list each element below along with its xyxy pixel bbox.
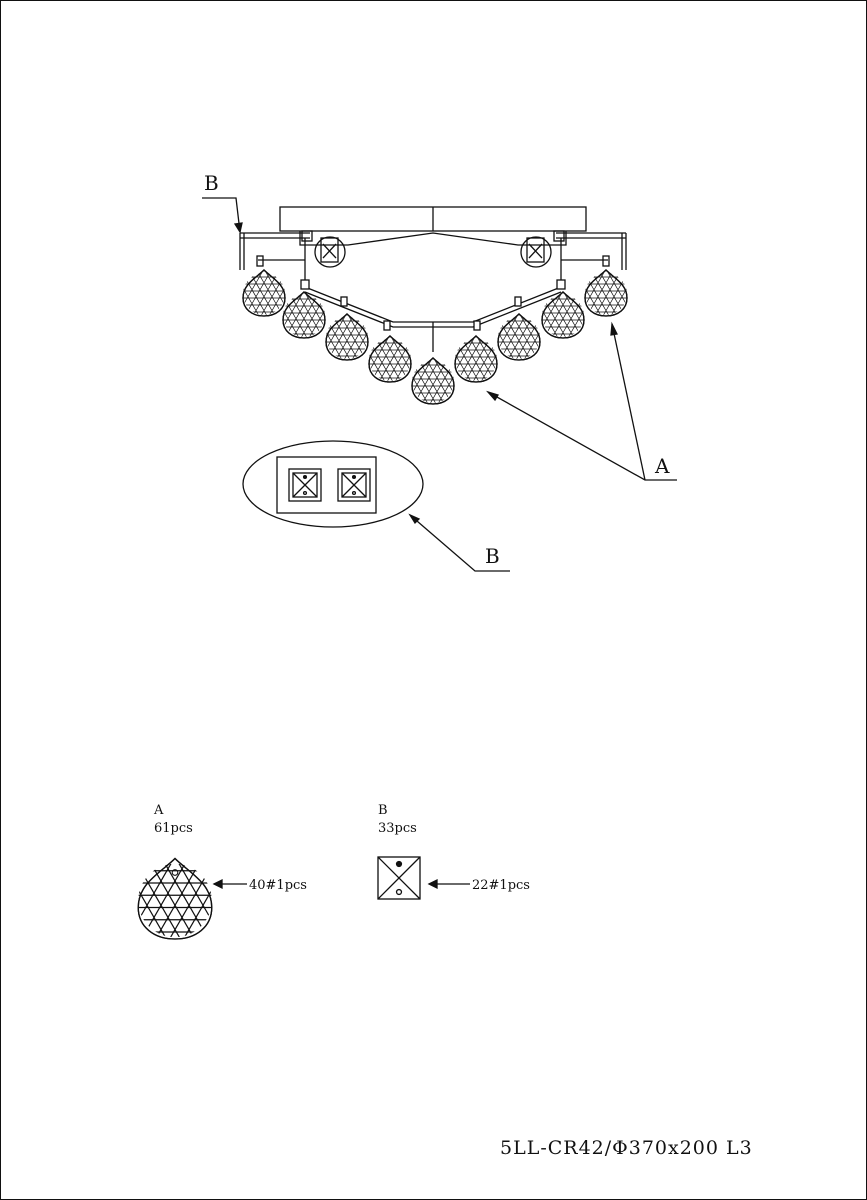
right-lamp-socket	[520, 236, 552, 268]
callout-b-top: B	[202, 171, 243, 234]
part-b-quantity: 33pcs	[378, 821, 417, 836]
model-code: 5LL-CR42/Φ370x200 L3	[500, 1137, 753, 1159]
chandelier-elevation	[220, 206, 650, 416]
frame-body	[299, 231, 567, 246]
crystal-ball-icon	[98, 845, 252, 961]
part-b-spec: 22#1pcs	[472, 878, 530, 893]
left-side-bar	[239, 232, 310, 270]
left-lamp-socket	[314, 236, 346, 268]
callout-a: A	[486, 321, 677, 481]
callout-a-label: A	[654, 454, 670, 478]
part-b-letter: B	[378, 803, 388, 818]
callout-b-detail-label: B	[485, 544, 500, 568]
part-a-quantity: 61pcs	[154, 821, 193, 836]
part-b: B 33pcs 22#1pcs	[376, 803, 530, 901]
callout-b-top-label: B	[204, 171, 219, 195]
part-a-letter: A	[153, 803, 164, 818]
right-side-bar	[556, 232, 627, 270]
callout-b-detail: B	[408, 513, 510, 572]
detail-b-ellipse	[242, 440, 424, 528]
square-bead-icon	[376, 855, 422, 901]
part-a-spec: 40#1pcs	[249, 878, 307, 893]
part-a: A 61pcs 40#1pcs	[98, 803, 307, 960]
